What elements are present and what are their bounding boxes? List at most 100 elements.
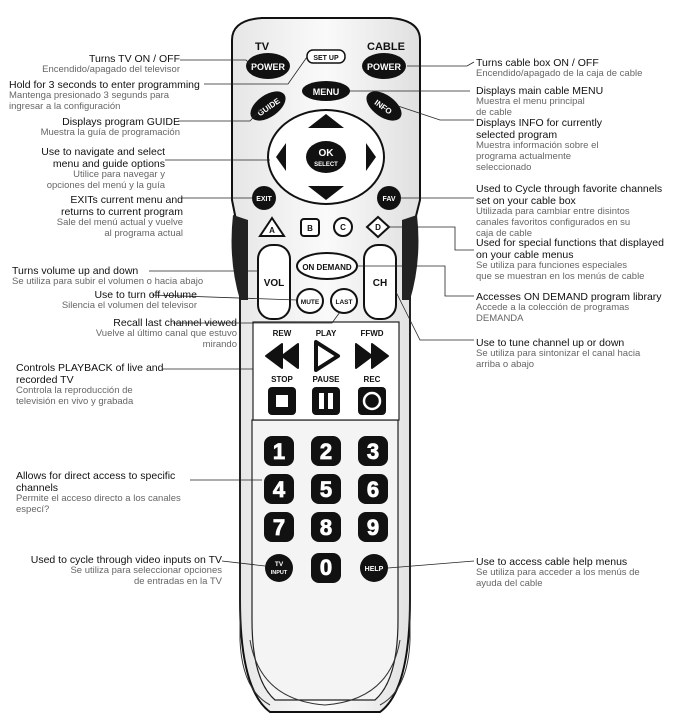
annotation-last-es: Vuelve al último canal que estuvo mirand… <box>95 328 237 350</box>
digit-9-button[interactable]: 9 <box>358 512 388 542</box>
annotation-exit: EXITs current menu and returns to curren… <box>57 194 183 240</box>
annotation-digits-es: Permite el acceso directo a los canales … <box>16 493 181 516</box>
annotation-info-en: Displays INFO for currently selected pro… <box>476 117 603 142</box>
svg-text:VOL: VOL <box>264 278 285 289</box>
cable-power-button[interactable]: POWER <box>362 53 406 79</box>
annotation-info-es: Muestra información sobre el programa ac… <box>476 140 599 173</box>
svg-text:D: D <box>375 223 381 232</box>
digit-1-button[interactable]: 1 <box>264 436 294 466</box>
rewind-icon <box>265 343 299 369</box>
left-arrow-icon[interactable] <box>276 143 286 171</box>
annotation-tv-power-en: Turns TV ON / OFF <box>88 53 180 65</box>
digit-8-button[interactable]: 8 <box>311 512 341 542</box>
annotation-channel: Use to tune channel up or down Se utiliz… <box>476 337 640 371</box>
c-button[interactable]: C <box>333 217 353 237</box>
annotation-fav-es: Utilizada para cambiar entre disintos ca… <box>476 206 631 239</box>
svg-text:CH: CH <box>373 278 387 289</box>
svg-text:A: A <box>269 226 275 235</box>
svg-text:MUTE: MUTE <box>301 299 320 306</box>
svg-text:SELECT: SELECT <box>314 162 338 168</box>
annotation-volume-en: Turns volume up and down <box>12 265 139 277</box>
annotation-volume-es: Se utiliza para subir el volumen o hacia… <box>12 276 204 288</box>
exit-button[interactable]: EXIT <box>252 186 276 210</box>
annotation-channel-es: Se utiliza para sintonizar el canal haci… <box>476 348 641 370</box>
annotation-info: Displays INFO for currently selected pro… <box>476 117 602 174</box>
tv-input-button[interactable]: TV INPUT <box>265 554 293 582</box>
digit-2-button[interactable]: 2 <box>311 436 341 466</box>
fast-forward-button[interactable] <box>355 343 389 369</box>
digit-3-button[interactable]: 3 <box>358 436 388 466</box>
annotation-abcd: Used for special functions that displaye… <box>476 237 664 283</box>
svg-text:5: 5 <box>320 477 332 502</box>
annotation-cable-power-en: Turns cable box ON / OFF <box>476 57 599 69</box>
d-button[interactable]: D <box>365 215 391 239</box>
svg-text:POWER: POWER <box>251 62 286 72</box>
annotation-tv-input-en: Used to cycle through video inputs on TV <box>30 554 222 566</box>
record-button[interactable] <box>358 387 386 415</box>
info-button[interactable]: INFO <box>361 86 406 127</box>
down-arrow-icon[interactable] <box>308 186 344 200</box>
play-button[interactable] <box>314 340 340 372</box>
annotation-tv-power: Turns TV ON / OFF Encendido/apagado del … <box>42 53 180 76</box>
annotation-exit-en: EXITs current menu and returns to curren… <box>61 194 183 219</box>
svg-text:HELP: HELP <box>365 566 384 573</box>
svg-text:1: 1 <box>273 439 285 464</box>
guide-button[interactable]: GUIDE <box>245 86 290 127</box>
annotation-mute-en: Use to turn off volume <box>94 289 197 301</box>
on-demand-button[interactable]: ON DEMAND <box>296 252 358 280</box>
stop-button[interactable] <box>268 387 296 415</box>
annotation-help-en: Use to access cable help menus <box>476 556 628 568</box>
annotation-cable-power-es: Encendido/apagado de la caja de cable <box>476 68 643 80</box>
menu-button[interactable]: MENU <box>302 81 350 101</box>
svg-text:ON DEMAND: ON DEMAND <box>302 263 352 272</box>
annotation-mute: Use to turn off volume Silencia el volum… <box>62 289 197 312</box>
annotation-menu-en: Displays main cable MENU <box>476 85 604 97</box>
pause-button[interactable] <box>312 387 340 415</box>
annotation-setup-en: Hold for 3 seconds to enter programming <box>9 79 200 91</box>
svg-text:7: 7 <box>273 515 285 540</box>
up-arrow-icon[interactable] <box>308 114 344 128</box>
rec-label: REC <box>364 375 381 384</box>
fav-button[interactable]: FAV <box>377 186 401 210</box>
a-button[interactable]: A <box>258 216 286 237</box>
annotation-fav-en: Used to Cycle through favorite channels … <box>476 183 663 208</box>
annotation-last-en: Recall last channel viewed <box>113 317 237 329</box>
right-arrow-icon[interactable] <box>366 143 376 171</box>
svg-text:TV: TV <box>275 561 284 568</box>
annotation-playback-en: Controls PLAYBACK of live and recorded T… <box>16 362 164 387</box>
svg-text:C: C <box>340 223 346 232</box>
tv-power-button[interactable]: POWER <box>246 53 290 79</box>
b-button[interactable]: B <box>300 218 320 237</box>
cable-label: CABLE <box>367 41 405 53</box>
annotation-playback-es: Controla la reproducción de televisión e… <box>16 385 134 408</box>
last-button[interactable]: LAST <box>330 288 358 314</box>
annotation-channel-en: Use to tune channel up or down <box>476 337 625 349</box>
svg-text:3: 3 <box>367 439 379 464</box>
help-button[interactable]: HELP <box>360 554 388 582</box>
rewind-button[interactable] <box>265 343 299 369</box>
svg-text:8: 8 <box>320 515 332 540</box>
annotation-menu: Displays main cable MENU Muestra el menu… <box>476 85 603 119</box>
digit-6-button[interactable]: 6 <box>358 474 388 504</box>
leader-lines <box>149 56 475 569</box>
annotation-menu-es: Muestra el menu principal de cable <box>476 96 585 118</box>
annotation-fav: Used to Cycle through favorite channels … <box>476 183 662 240</box>
channel-rocker[interactable]: CH <box>363 244 397 320</box>
annotation-navigate: Use to navigate and select menu and guid… <box>41 146 165 192</box>
annotation-on-demand: Accesses ON DEMAND program library Acced… <box>476 291 662 325</box>
digit-5-button[interactable]: 5 <box>311 474 341 504</box>
volume-rocker[interactable]: VOL <box>257 244 291 320</box>
annotation-mute-es: Silencia el volumen del televisor <box>61 300 197 312</box>
svg-text:INPUT: INPUT <box>271 570 288 576</box>
digit-0-button[interactable]: 0 <box>311 553 341 583</box>
annotation-digits: Allows for direct access to specific cha… <box>16 470 181 516</box>
pause-icon <box>319 393 333 409</box>
mute-button[interactable]: MUTE <box>296 288 324 314</box>
svg-text:SET UP: SET UP <box>313 55 339 62</box>
svg-text:POWER: POWER <box>367 62 402 72</box>
setup-button[interactable]: SET UP <box>306 49 346 64</box>
digit-7-button[interactable]: 7 <box>264 512 294 542</box>
digit-4-button[interactable]: 4 <box>264 474 294 504</box>
ok-select-button[interactable]: OK SELECT <box>306 141 346 173</box>
